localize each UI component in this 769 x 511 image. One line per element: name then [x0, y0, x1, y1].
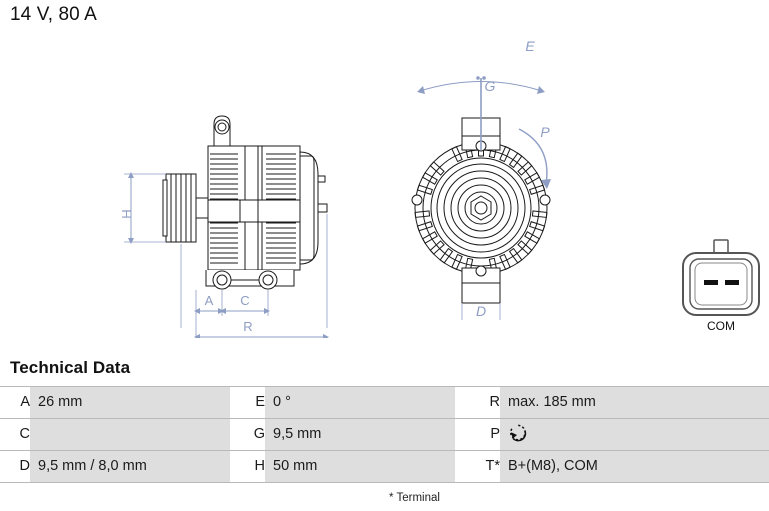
top-mounting-lug: [213, 115, 231, 147]
dimension-label-G: G: [485, 78, 496, 94]
technical-data-heading: Technical Data: [10, 358, 131, 377]
bottom-mounting-feet: [205, 270, 295, 290]
row-label-h: H: [230, 450, 265, 483]
row-value-p: [500, 418, 769, 451]
ventilation-slots: [414, 141, 548, 274]
row-value-c: [30, 418, 230, 451]
row-value-e: 0 °: [265, 386, 455, 419]
table-row: A 26 mm E 0 ° R max. 185 mm: [0, 386, 769, 419]
dimension-label-R: R: [243, 319, 252, 334]
alternator-side-view: [162, 115, 328, 290]
row-value-r: max. 185 mm: [500, 386, 769, 419]
page-title: 14 V, 80 A: [10, 4, 97, 25]
connector-label-com: COM: [707, 319, 735, 333]
technical-data-table-wrap: A 26 mm E 0 ° R max. 185 mm C G 9,5 mm P: [0, 386, 769, 483]
row-label-c: C: [0, 418, 30, 451]
row-value-t: B+(M8), COM: [500, 450, 769, 483]
pulley: [162, 173, 209, 243]
table-footnote: * Terminal: [389, 492, 440, 504]
com-connector-diagram: [682, 239, 760, 316]
row-label-t: T*: [455, 450, 500, 483]
technical-data-table: A 26 mm E 0 ° R max. 185 mm C G 9,5 mm P: [0, 386, 769, 483]
row-value-h: 50 mm: [265, 450, 455, 483]
dimension-label-H: H: [119, 209, 134, 218]
dimension-label-D: D: [476, 303, 486, 319]
row-value-d: 9,5 mm / 8,0 mm: [30, 450, 230, 483]
table-row: C G 9,5 mm P: [0, 418, 769, 451]
side-view-dimensions: [124, 172, 329, 338]
row-label-p: P: [455, 418, 500, 451]
row-value-a: 26 mm: [30, 386, 230, 419]
technical-drawings: H A C R: [0, 28, 769, 338]
alternator-front-view: [411, 117, 551, 304]
drawing-canvas: H A C R: [119, 38, 760, 338]
front-view-dimensions: [417, 76, 551, 320]
row-label-r: R: [455, 386, 500, 419]
table-row: D 9,5 mm / 8,0 mm H 50 mm T* B+(M8), COM: [0, 450, 769, 483]
alternator-housing: [207, 145, 319, 271]
row-value-g: 9,5 mm: [265, 418, 455, 451]
dimension-label-E: E: [525, 38, 535, 54]
row-label-d: D: [0, 450, 30, 483]
counterclockwise-rotation-arrow-icon: [508, 423, 528, 447]
row-label-a: A: [0, 386, 30, 419]
row-label-e: E: [230, 386, 265, 419]
rear-terminals: [317, 175, 328, 213]
dimension-label-A: A: [205, 293, 214, 308]
dimension-label-P: P: [540, 124, 550, 140]
dimension-label-C: C: [240, 293, 249, 308]
row-label-g: G: [230, 418, 265, 451]
